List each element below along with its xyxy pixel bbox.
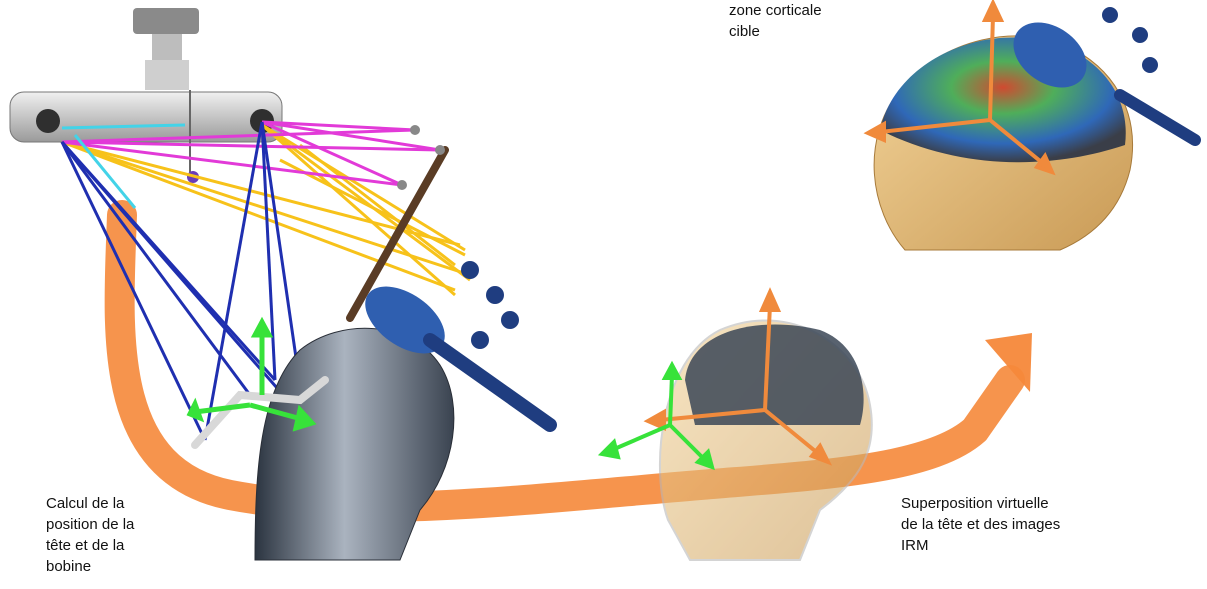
target-zone-label-line: zone corticale <box>729 0 822 21</box>
calculation-label: Calcul de la position de la tête et de l… <box>46 493 134 577</box>
camera-lens-left <box>36 109 60 133</box>
target-head <box>868 3 1195 250</box>
virtual-head-mri <box>602 292 872 560</box>
calculation-label-line: position de la <box>46 514 134 535</box>
superposition-label-line: Superposition virtuelle <box>901 493 1060 514</box>
superposition-label-line: IRM <box>901 535 1060 556</box>
calculation-label-line: bobine <box>46 556 134 577</box>
calculation-label-line: Calcul de la <box>46 493 134 514</box>
cortical-target-brain <box>880 38 1126 163</box>
target-zone-label-line: cible <box>729 21 822 42</box>
superposition-label-line: de la tête et des images <box>901 514 1060 535</box>
calculation-label-line: tête et de la <box>46 535 134 556</box>
tracking-camera <box>10 8 282 183</box>
target-zone-label: zone corticale cible <box>729 0 822 42</box>
blue-tracking-lines <box>62 122 305 440</box>
superposition-label: Superposition virtuelle de la tête et de… <box>901 493 1060 556</box>
patient-head <box>195 328 454 560</box>
